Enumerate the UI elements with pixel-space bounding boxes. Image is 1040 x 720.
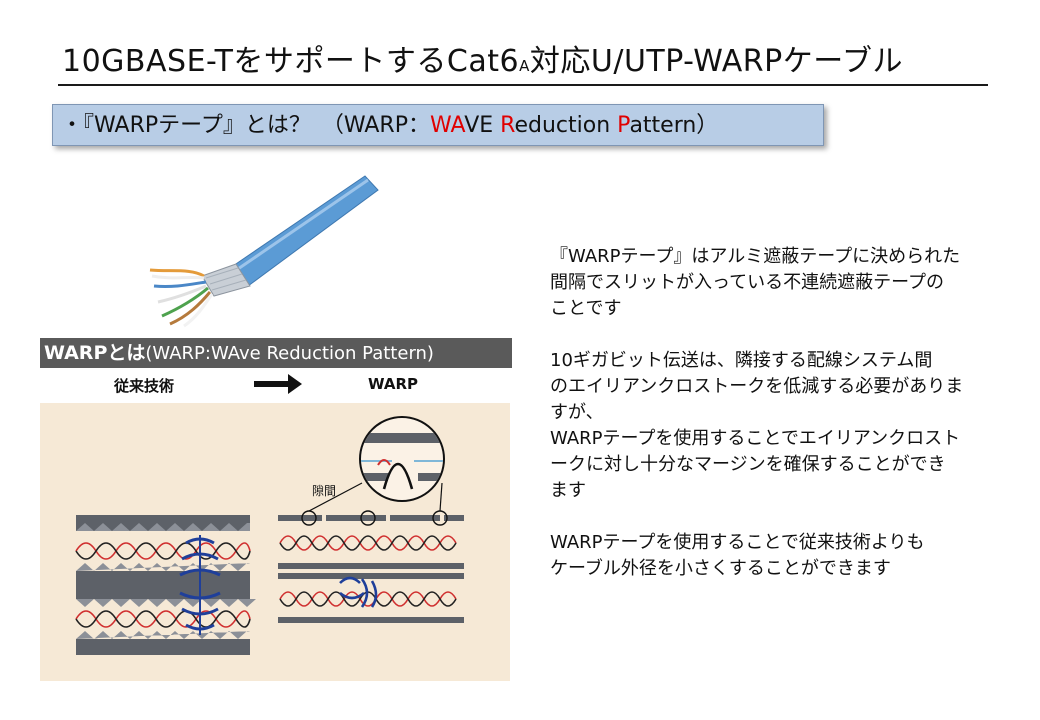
paragraph-3-line: ケーブル外径を小さくすることができます xyxy=(550,558,891,579)
diagram-banner: WARPとは(WARP:WAve Reduction Pattern) xyxy=(40,338,512,368)
paragraph-2-line: のエイリアンクロストークを低減する必要がありま xyxy=(550,376,964,397)
page-title: 10GBASE-TをサポートするCat6A対応U/UTP-WARPケーブル xyxy=(62,44,903,79)
cable-image xyxy=(149,175,379,328)
title-divider xyxy=(58,84,988,86)
warp-comparison-illustration xyxy=(40,403,510,681)
paragraph-1-line: ことです xyxy=(550,298,622,319)
conventional-label: 従来技術 xyxy=(114,377,175,395)
paragraph-1-line: 間隔でスリットが入っている不連続遮蔽テープの xyxy=(550,272,945,293)
comparison-header: 従来技術 WARP xyxy=(40,368,512,402)
description-text: 『WARPテープ』はアルミ遮蔽テープに決められた 間隔でスリットが入っている不連… xyxy=(550,244,1002,582)
highlight-p: P xyxy=(617,113,630,138)
warp-definition-box: ・『WARPテープ』とは？ （WARP：WAVE Reduction Patte… xyxy=(52,104,824,146)
paragraph-2-line: すが、 xyxy=(550,402,604,423)
paragraph-3-line: WARPテープを使用することで従来技術よりも xyxy=(550,532,925,553)
conventional-shield-diagram xyxy=(75,515,259,655)
title-subscript: A xyxy=(519,57,530,75)
arrow-right-icon xyxy=(254,374,302,394)
warp-label: WARP xyxy=(368,375,419,393)
paragraph-2-line: ークに対し十分なマージンを確保することができ xyxy=(550,454,946,475)
gap-label: 隙間 xyxy=(312,484,337,498)
highlight-r: R xyxy=(500,113,515,138)
warp-shield-diagram xyxy=(278,416,464,623)
paragraph-2-line: ます xyxy=(550,480,586,501)
paragraph-1-line: 『WARPテープ』はアルミ遮蔽テープに決められた xyxy=(550,246,961,267)
paragraph-2-line: WARPテープを使用することでエイリアンクロスト xyxy=(550,428,961,449)
paragraph-2-line: 10ギガビット伝送は、隣接する配線システム間 xyxy=(550,350,933,371)
highlight-wa: WA xyxy=(430,113,465,138)
